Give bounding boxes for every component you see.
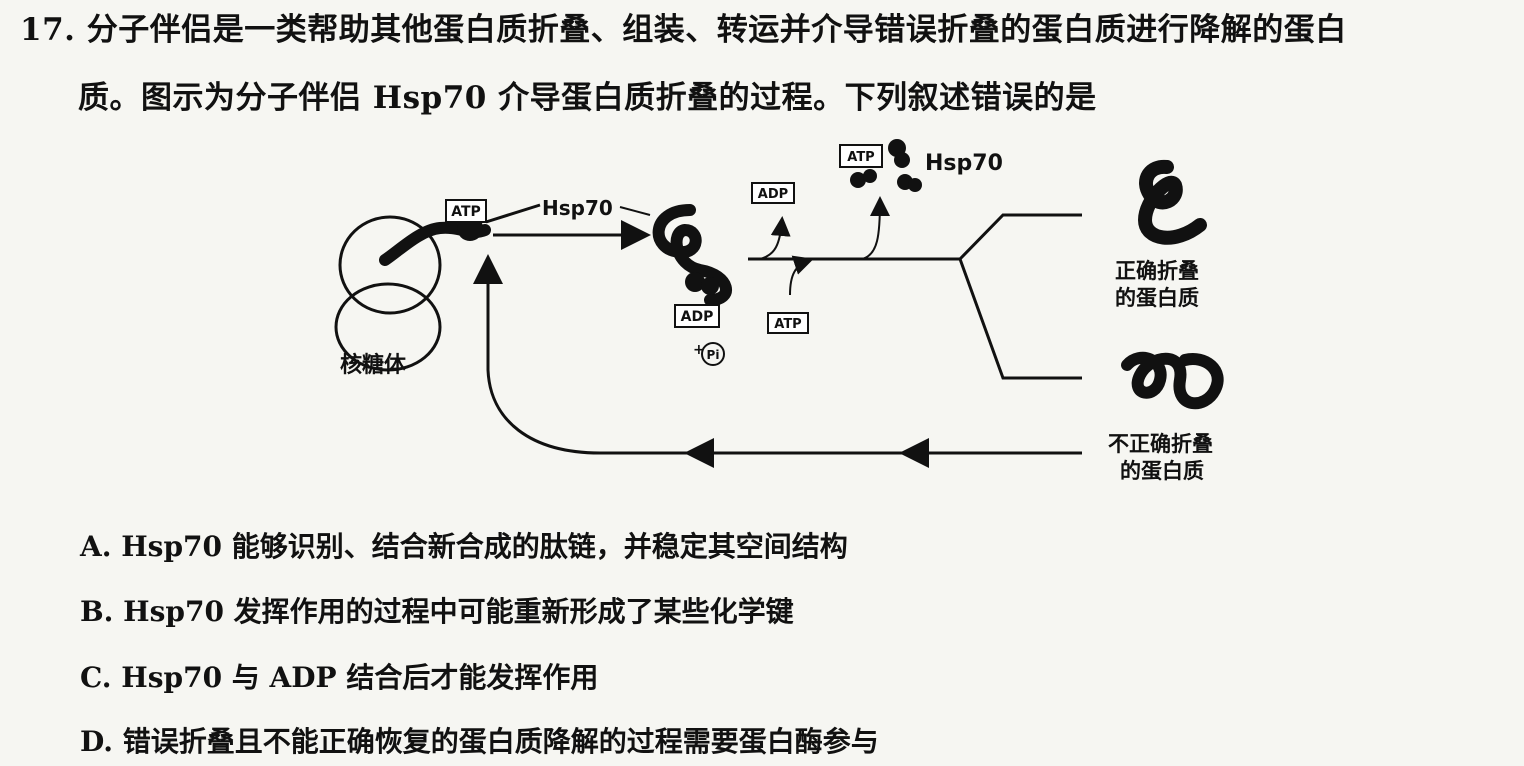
atp-ribosome-label: ATP	[451, 204, 481, 220]
option-c: C. Hsp70 与 ADP 结合后才能发挥作用	[80, 661, 599, 694]
hsp70-right-leader	[619, 206, 651, 216]
hsp70-leader-line	[485, 203, 541, 224]
atp-input-label: ATP	[774, 317, 801, 332]
pi-label: Pi	[707, 348, 720, 362]
atp-box-input: ATP	[767, 312, 809, 334]
option-b: B. Hsp70 发挥作用的过程中可能重新形成了某些化学键	[80, 595, 794, 628]
correct-label-2: 的蛋白质	[1115, 286, 1199, 310]
return-loop	[473, 254, 1082, 455]
branch-bottom	[958, 258, 1082, 380]
correct-protein-shape	[1137, 159, 1207, 245]
atp-box-ribosome: ATP	[445, 199, 487, 223]
question-line-2: 质。图示为分子伴侣 Hsp70 介导蛋白质折叠的过程。下列叙述错误的是	[78, 80, 1097, 116]
atp-hsp70-label: ATP	[847, 150, 874, 165]
question-line-1: 17. 分子伴侣是一类帮助其他蛋白质折叠、组装、转运并介导错误折叠的蛋白质进行降…	[20, 12, 1347, 48]
incorrect-label-2: 的蛋白质	[1120, 459, 1204, 483]
incorrect-protein-shape	[1121, 351, 1224, 410]
hsp70-free-blobs	[850, 139, 922, 192]
hsp70-complex	[652, 204, 732, 306]
hsp70-top-label: Hsp70	[925, 151, 1003, 176]
adp-complex-label: ADP	[681, 309, 714, 325]
adp-release-label: ADP	[758, 187, 788, 202]
plus-sign: +	[693, 342, 705, 358]
atp-input-arrow	[789, 255, 814, 296]
option-d: D. 错误折叠且不能正确恢复的蛋白质降解的过程需要蛋白酶参与	[80, 725, 879, 758]
ribosome-shape	[334, 215, 442, 372]
ribosome-label: 核糖体	[340, 352, 407, 378]
adp-box-release: ADP	[751, 182, 795, 204]
hsp70-ribosome-label: Hsp70	[542, 196, 613, 220]
incorrect-label-1: 不正确折叠	[1108, 432, 1213, 456]
option-a: A. Hsp70 能够识别、结合新合成的肽链，并稳定其空间结构	[80, 530, 848, 563]
hsp70-release-arrow	[861, 196, 890, 260]
adp-box-complex: ADP	[674, 304, 720, 328]
correct-label-1: 正确折叠	[1115, 259, 1199, 283]
atp-box-hsp70: ATP	[839, 144, 883, 168]
branch-top	[958, 213, 1082, 261]
pi-circle	[701, 342, 725, 366]
adp-release-arrow	[759, 216, 791, 260]
